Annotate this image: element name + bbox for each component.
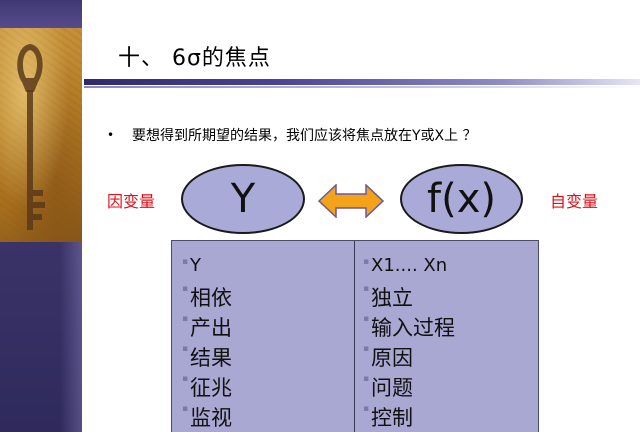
row-marker: ▪ <box>182 344 189 354</box>
row-marker: ▪ <box>182 404 189 414</box>
strip-top-band <box>0 0 82 28</box>
title-underline <box>84 79 640 85</box>
list-item-text: 输入过程 <box>371 316 455 340</box>
bullet-marker: • <box>107 128 115 142</box>
list-item-text: 原因 <box>371 346 413 370</box>
bullet-text: 要想得到所期望的结果，我们应该将焦点放在Y或X上 ？ <box>132 128 477 144</box>
list-item-text: 征兆 <box>190 376 232 400</box>
list-item: ▪ X1.... Xn <box>363 255 448 276</box>
y-column: ▪ Y ▪ 相依 ▪ 产出 ▪ 结果 ▪ 征兆 ▪ 监视 <box>172 241 354 432</box>
list-item: ▪ 问题 <box>363 372 413 402</box>
left-decorative-strip <box>0 0 82 432</box>
comparison-table: ▪ Y ▪ 相依 ▪ 产出 ▪ 结果 ▪ 征兆 ▪ 监视 ▪ X1.... Xn <box>171 240 539 432</box>
row-marker: ▪ <box>182 284 189 294</box>
row-marker: ▪ <box>182 257 189 267</box>
row-marker: ▪ <box>363 284 370 294</box>
x-column: ▪ X1.... Xn ▪ 独立 ▪ 输入过程 ▪ 原因 ▪ 问题 ▪ 控制 <box>354 241 540 432</box>
list-item: ▪ 产出 <box>182 312 232 342</box>
key-icon <box>17 44 45 230</box>
fx-oval-text: f(x) <box>427 176 496 222</box>
list-item-text: 产出 <box>190 316 232 340</box>
row-marker: ▪ <box>182 374 189 384</box>
title-underline-thin <box>84 86 640 88</box>
y-oval: Y <box>181 164 305 234</box>
list-item-text: X1.... Xn <box>371 255 448 276</box>
list-item: ▪ 独立 <box>363 282 413 312</box>
list-item: ▪ Y <box>182 255 201 276</box>
list-item: ▪ 征兆 <box>182 372 232 402</box>
row-marker: ▪ <box>363 344 370 354</box>
list-item: ▪ 监视 <box>182 402 232 432</box>
row-marker: ▪ <box>182 314 189 324</box>
list-item: ▪ 输入过程 <box>363 312 455 342</box>
list-item-text: 监视 <box>190 406 232 430</box>
list-item-text: 独立 <box>371 286 413 310</box>
row-marker: ▪ <box>363 257 370 267</box>
list-item-text: 结果 <box>190 346 232 370</box>
strip-bottom-band <box>0 242 82 432</box>
row-marker: ▪ <box>363 404 370 414</box>
dependent-variable-label: 因变量 <box>107 192 156 211</box>
list-item-text: 问题 <box>371 376 413 400</box>
list-item: ▪ 原因 <box>363 342 413 372</box>
y-oval-text: Y <box>230 176 256 222</box>
list-item-text: Y <box>190 255 201 276</box>
list-item: ▪ 控制 <box>363 402 413 432</box>
list-item-text: 相依 <box>190 286 232 310</box>
strip-bottom-highlight <box>60 242 82 432</box>
list-item: ▪ 相依 <box>182 282 232 312</box>
list-item-text: 控制 <box>371 406 413 430</box>
row-marker: ▪ <box>363 314 370 324</box>
fx-oval: f(x) <box>400 164 523 234</box>
independent-variable-label: 自变量 <box>550 192 599 211</box>
row-marker: ▪ <box>363 374 370 384</box>
slide-title: 十、 6σ的焦点 <box>118 46 271 71</box>
double-arrow-icon <box>318 184 384 218</box>
list-item: ▪ 结果 <box>182 342 232 372</box>
